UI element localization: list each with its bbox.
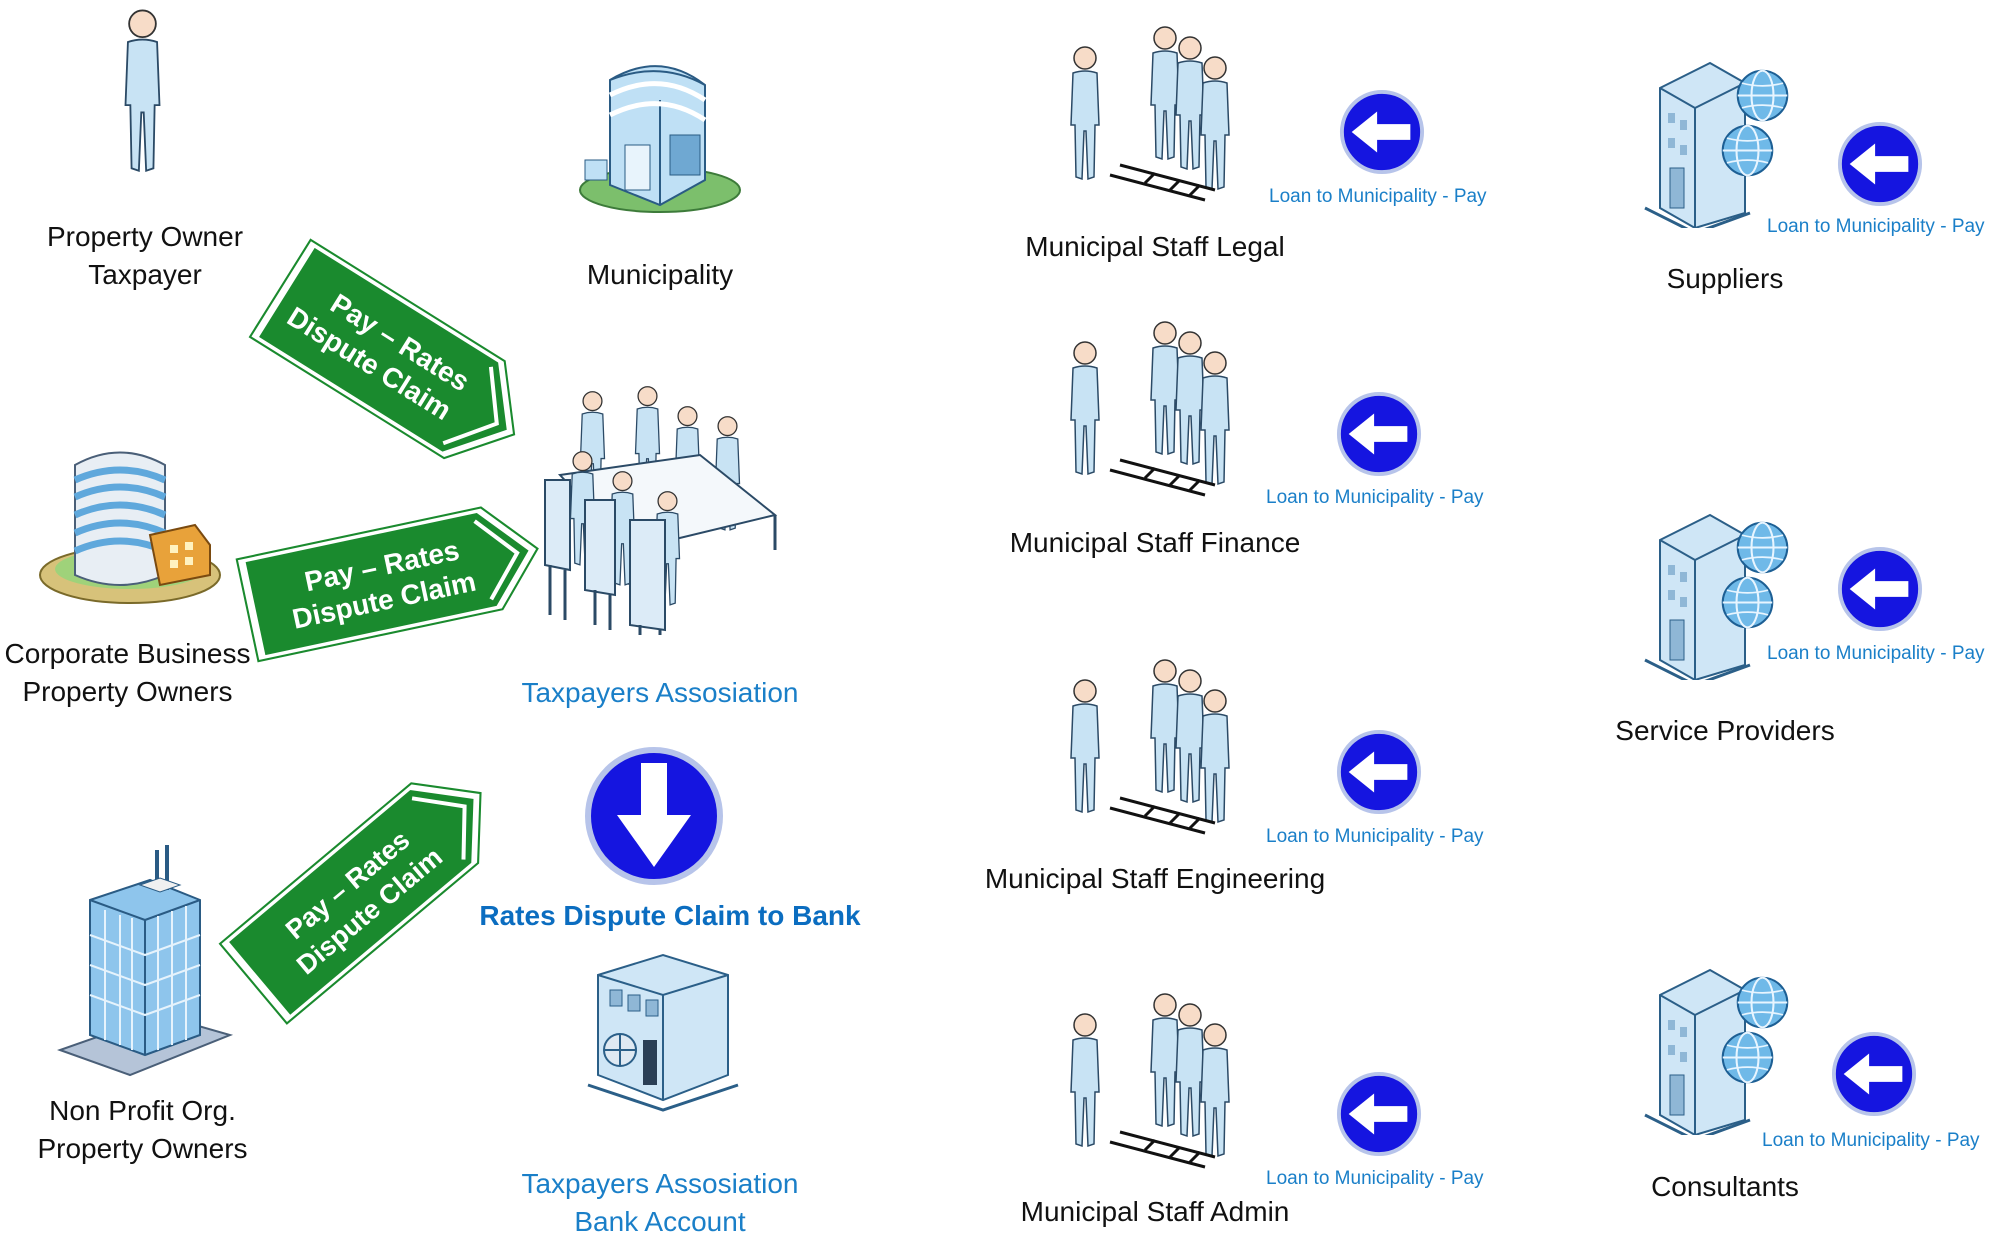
property-owner-line1: Property Owner [46,221,244,252]
nonprofit-line2: Property Owners [37,1133,248,1164]
green-arrow-1: Pay – Rates Dispute Claim [248,238,516,460]
service-providers-label: Service Providers [1615,715,1835,746]
suppliers-label: Suppliers [1666,263,1784,294]
green-arrow-2: Pay – Rates Dispute Claim [235,506,539,663]
service-providers-sign-icon [1837,546,1923,632]
staff-finance-pay: Loan to Municipality - Pay [1266,487,1484,508]
corporate-label: Corporate Business Property Owners [0,635,255,711]
suppliers-pay: Loan to Municipality - Pay [1767,216,1985,237]
consultants-label: Consultants [1651,1171,1799,1202]
staff-admin-pay: Loan to Municipality - Pay [1266,1168,1484,1189]
property-owner-line2: Taxpayer [88,259,202,290]
municipality-building-icon [579,65,741,213]
suppliers-icon [1640,48,1800,228]
staff-admin-label: Municipal Staff Admin [1020,1196,1290,1227]
bank-vault-icon [587,953,739,1112]
staff-engineering-sign-icon [1336,729,1422,815]
taxpayers-association-label: Taxpayers Assosiation [521,677,799,708]
staff-admin-icon [1065,982,1245,1182]
bank-account-label: Taxpayers Assosiation Bank Account [500,1165,820,1241]
consultants-pay: Loan to Municipality - Pay [1762,1130,1980,1151]
staff-legal-label: Municipal Staff Legal [1025,231,1285,262]
consultants-sign-icon [1831,1031,1917,1117]
service-providers-pay: Loan to Municipality - Pay [1767,643,1985,664]
staff-admin-sign-icon [1336,1071,1422,1157]
nonprofit-label: Non Profit Org. Property Owners [25,1092,260,1168]
staff-engineering-pay: Loan to Municipality - Pay [1266,826,1484,847]
staff-finance-sign-icon [1336,391,1422,477]
corporate-line1: Corporate Business [4,638,251,669]
bank-account-line2: Bank Account [574,1206,746,1237]
corporate-line2: Property Owners [22,676,233,707]
corporate-building-icon [39,451,221,604]
consultants-icon [1640,955,1800,1135]
staff-engineering-icon [1065,648,1245,848]
nonprofit-line1: Non Profit Org. [49,1095,236,1126]
staff-legal-sign-icon [1339,89,1425,175]
staff-engineering-label: Municipal Staff Engineering [984,863,1326,894]
staff-legal-pay: Loan to Municipality - Pay [1269,186,1487,207]
taxpayers-association-icon [544,386,778,635]
suppliers-sign-icon [1837,121,1923,207]
staff-finance-icon [1065,310,1245,510]
municipality-label: Municipality [586,259,734,290]
green-arrow-3: Pay – Rates Dispute Claim [218,782,482,1025]
staff-finance-label: Municipal Staff Finance [1009,527,1301,558]
rates-dispute-to-bank-label: Rates Dispute Claim to Bank [479,900,861,931]
down-arrow-sign-icon [585,747,723,885]
nonprofit-building-icon [57,845,234,1077]
staff-legal-icon [1065,15,1245,215]
bank-account-line1: Taxpayers Assosiation [521,1168,799,1199]
property-owner-icon [124,9,161,172]
property-owner-label: Property Owner Taxpayer [35,218,255,294]
